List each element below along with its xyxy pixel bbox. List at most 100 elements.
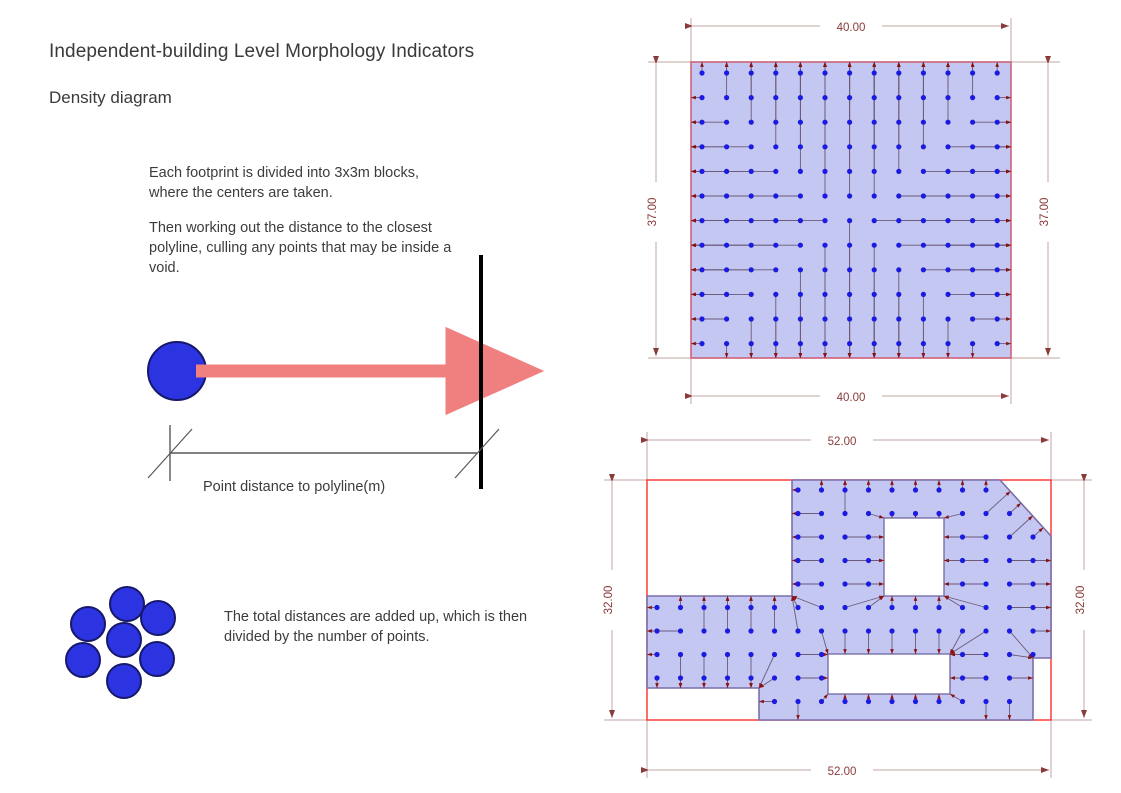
grid-point [871, 242, 877, 248]
grid-point [724, 604, 731, 611]
grid-point [748, 70, 754, 76]
grid-point [983, 487, 989, 493]
grid-point [994, 242, 1000, 248]
grid-point [748, 628, 754, 634]
grid-point [945, 70, 951, 76]
grid-point [818, 581, 825, 587]
grid-point [773, 70, 779, 76]
grid-point [994, 95, 1000, 101]
dimension-lines [609, 437, 1087, 773]
grid-point [771, 604, 778, 611]
grid-point [822, 70, 828, 76]
dimension-label-right: 32.00 [1075, 586, 1087, 615]
dimension-tick-left [147, 428, 193, 479]
grid-point [842, 628, 848, 634]
grid-point [983, 534, 989, 540]
grid-point [795, 510, 801, 517]
grid-point [945, 341, 951, 347]
grid-point [959, 581, 966, 587]
grid-point [797, 242, 803, 248]
grid-point [654, 675, 660, 681]
grid-point [994, 267, 1000, 273]
grid-point [724, 675, 731, 681]
grid-point [842, 487, 848, 493]
grid-point [847, 316, 853, 322]
grid-point [889, 628, 895, 634]
grid-point [818, 628, 825, 634]
grid-point [818, 675, 825, 681]
grid-point [983, 581, 989, 587]
grid-point [701, 604, 707, 611]
grid-point [970, 218, 976, 224]
grid-point [748, 95, 754, 101]
grid-point [871, 168, 877, 174]
grid-point [748, 267, 754, 273]
grid-points [654, 487, 1036, 705]
grid-point [822, 168, 828, 174]
grid-point [773, 267, 779, 273]
grid-point [818, 510, 825, 517]
dimension-label-bottom: 52.00 [828, 766, 857, 778]
grid-point [771, 628, 778, 634]
grid-point [970, 70, 976, 76]
grid-point [654, 604, 660, 611]
grid-point [945, 95, 951, 101]
grid-point [871, 119, 877, 125]
grid-point [1030, 604, 1036, 611]
grid-point [970, 193, 976, 199]
grid-point [724, 291, 730, 297]
grid-point [983, 675, 989, 681]
grid-point [748, 651, 754, 658]
grid-point [970, 341, 976, 347]
grid-point [871, 70, 877, 76]
distance-vector [868, 595, 885, 608]
grid-point [797, 218, 803, 224]
grid-point [994, 70, 1000, 76]
grid-point [699, 95, 705, 101]
grid-point [795, 487, 801, 493]
grid-point [797, 70, 803, 76]
grid-point [871, 341, 877, 347]
grid-point [920, 341, 926, 347]
grid-point [865, 510, 872, 517]
grid-point [865, 487, 872, 493]
grid-point [773, 242, 779, 248]
grid-point [959, 628, 966, 634]
grid-point [797, 193, 803, 199]
grid-point [847, 193, 853, 199]
grid-point [677, 628, 684, 634]
grid-point [748, 144, 754, 150]
grid-point [945, 316, 951, 322]
grid-point [1030, 628, 1036, 634]
grid-point [994, 168, 1000, 174]
grid-point [871, 193, 877, 199]
grid-point [970, 95, 976, 101]
grid-point [818, 698, 825, 705]
grid-point [1030, 581, 1036, 587]
grid-point [871, 316, 877, 322]
footprint-diagram-complex: 52.00 52.00 32.00 32.00 [603, 432, 1092, 778]
distance-vector [868, 513, 885, 519]
grid-point [773, 291, 779, 297]
grid-point [959, 557, 966, 564]
grid-point [959, 487, 966, 493]
grid-point [945, 144, 951, 150]
grid-point [773, 341, 779, 347]
grid-point [983, 651, 989, 658]
grid-point [797, 119, 803, 125]
grid-point [724, 168, 730, 174]
grid-point [724, 144, 730, 150]
grid-point [818, 604, 825, 611]
grid-point [896, 119, 902, 125]
grid-point [847, 341, 853, 347]
grid-point [1006, 604, 1013, 611]
grid-point [920, 242, 926, 248]
grid-point [889, 487, 895, 493]
grid-point [1030, 557, 1036, 564]
grid-point [701, 675, 707, 681]
grid-point [773, 168, 779, 174]
grid-point [771, 698, 778, 705]
grid-point [983, 628, 989, 634]
explanation-paragraph-3: The total distances are added up, which … [224, 609, 528, 645]
grid-point [1006, 651, 1013, 658]
